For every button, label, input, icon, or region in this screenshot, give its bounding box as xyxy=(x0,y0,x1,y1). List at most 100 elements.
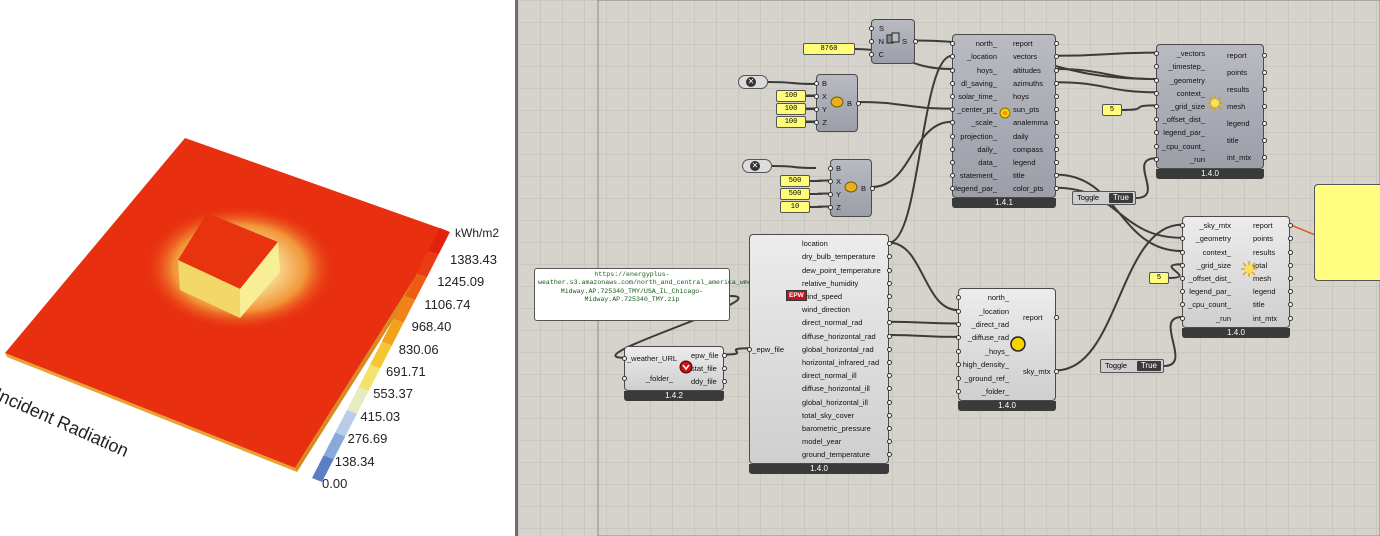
output-param[interactable]: report xyxy=(1253,221,1273,231)
output-param[interactable]: altitudes xyxy=(1013,65,1041,75)
input-grip[interactable] xyxy=(950,159,955,165)
output-grip[interactable] xyxy=(856,100,861,106)
panel-divider[interactable] xyxy=(515,0,518,536)
output-grip[interactable] xyxy=(1288,223,1293,229)
input-param[interactable]: _direct_rad xyxy=(971,320,1009,329)
output-grip[interactable] xyxy=(1054,120,1059,126)
output-param[interactable]: title xyxy=(1013,171,1025,181)
input-param[interactable]: data_ xyxy=(978,157,997,167)
output-grip[interactable] xyxy=(1054,173,1059,179)
input-grip[interactable] xyxy=(950,41,955,47)
input-param[interactable]: legend_par_ xyxy=(955,184,997,194)
output-param[interactable]: sun_pts xyxy=(1013,105,1040,115)
input-param[interactable]: _scale_ xyxy=(971,118,997,128)
output-grip[interactable] xyxy=(887,386,892,392)
output-param[interactable]: wind_direction xyxy=(802,305,850,315)
point-reset-button-1[interactable]: ✕ xyxy=(738,75,768,89)
output-param[interactable]: ddy_file xyxy=(691,377,717,386)
input-grip[interactable] xyxy=(950,120,955,126)
output-grip[interactable] xyxy=(1054,107,1059,113)
output-param[interactable]: daily xyxy=(1013,131,1029,141)
input-grip[interactable] xyxy=(828,205,833,210)
input-param[interactable]: _epw_file xyxy=(752,344,784,354)
input-grip[interactable] xyxy=(1180,289,1185,295)
input-grip[interactable] xyxy=(1180,223,1185,229)
output-grip[interactable] xyxy=(722,353,727,358)
z-value-panel-1[interactable]: 100 xyxy=(776,116,806,128)
input-param[interactable]: _location xyxy=(966,52,997,62)
input-param[interactable]: north_ xyxy=(975,39,997,49)
output-param[interactable]: color_pts xyxy=(1013,184,1044,194)
output-param[interactable]: B xyxy=(861,183,867,193)
input-param[interactable]: _diffuse_rad xyxy=(967,333,1009,343)
input-param[interactable]: hoys_ xyxy=(976,65,997,75)
output-param[interactable]: stat_file xyxy=(691,364,717,373)
output-param[interactable]: report xyxy=(1013,39,1033,49)
input-grip[interactable] xyxy=(869,52,874,57)
input-param[interactable]: _offset_dist_ xyxy=(1162,115,1205,125)
output-grip[interactable] xyxy=(722,379,727,384)
input-grip[interactable] xyxy=(814,94,819,99)
point-reset-button-2[interactable]: ✕ xyxy=(742,159,772,173)
output-param[interactable]: total xyxy=(1253,260,1268,270)
input-param[interactable]: X xyxy=(835,177,841,186)
input-grip[interactable] xyxy=(747,346,752,352)
output-grip[interactable] xyxy=(1288,302,1293,308)
input-grip[interactable] xyxy=(814,107,819,112)
input-grip[interactable] xyxy=(956,308,961,314)
z-value-panel-2[interactable]: 10 xyxy=(780,201,810,213)
input-param[interactable]: _location xyxy=(978,306,1009,316)
input-grip[interactable] xyxy=(1154,103,1159,109)
input-grip[interactable] xyxy=(956,375,961,381)
input-param[interactable]: _grid_size xyxy=(1170,101,1205,111)
input-param[interactable]: _weather_URL xyxy=(627,354,678,364)
output-grip[interactable] xyxy=(1054,80,1059,86)
output-grip[interactable] xyxy=(887,320,892,326)
input-param[interactable]: legend_par_ xyxy=(1189,287,1231,297)
output-grip[interactable] xyxy=(887,333,892,339)
input-param[interactable]: _grid_size xyxy=(1196,260,1231,270)
input-param[interactable]: _offset_dist_ xyxy=(1188,273,1231,283)
x-value-panel-1[interactable]: 100 xyxy=(776,90,806,102)
output-grip[interactable] xyxy=(1054,315,1059,321)
input-param[interactable]: Y xyxy=(821,105,827,114)
output-param[interactable]: global_horizontal_ill xyxy=(802,397,868,407)
output-grip[interactable] xyxy=(1262,120,1267,126)
input-param[interactable]: C xyxy=(878,50,884,59)
output-param[interactable]: B xyxy=(847,98,853,108)
output-param[interactable]: int_mtx xyxy=(1227,152,1252,162)
output-param[interactable]: total_sky_cover xyxy=(802,410,855,420)
input-grip[interactable] xyxy=(828,192,833,197)
output-grip[interactable] xyxy=(1054,93,1059,99)
output-grip[interactable] xyxy=(722,366,727,371)
input-grip[interactable] xyxy=(869,39,874,44)
input-param[interactable]: Z xyxy=(836,203,841,212)
output-param[interactable]: epw_file xyxy=(691,351,719,360)
input-grip[interactable] xyxy=(814,120,819,125)
output-param[interactable]: dew_point_temperature xyxy=(802,265,881,275)
output-grip[interactable] xyxy=(887,346,892,352)
input-param[interactable]: context_ xyxy=(1176,88,1205,98)
input-param[interactable]: statement_ xyxy=(959,171,997,181)
input-param[interactable]: projection_ xyxy=(960,131,997,141)
input-grip[interactable] xyxy=(1154,117,1159,123)
input-grip[interactable] xyxy=(950,107,955,113)
output-param[interactable]: diffuse_horizontal_ill xyxy=(802,384,870,394)
output-grip[interactable] xyxy=(887,399,892,405)
output-grip[interactable] xyxy=(1262,103,1267,109)
output-param[interactable]: global_horizontal_rad xyxy=(802,344,874,354)
output-param[interactable]: horizontal_infrared_rad xyxy=(802,357,880,367)
input-grip[interactable] xyxy=(1180,315,1185,321)
input-grip[interactable] xyxy=(1154,156,1159,162)
output-param[interactable]: title xyxy=(1253,300,1265,310)
output-grip[interactable] xyxy=(1054,146,1059,152)
input-grip[interactable] xyxy=(956,389,961,394)
input-param[interactable]: _timestep_ xyxy=(1168,62,1205,72)
output-grip[interactable] xyxy=(1288,275,1293,281)
output-param[interactable]: diffuse_horizontal_rad xyxy=(802,331,876,341)
input-param[interactable]: _ground_ref_ xyxy=(964,373,1009,383)
output-grip[interactable] xyxy=(1288,315,1293,321)
